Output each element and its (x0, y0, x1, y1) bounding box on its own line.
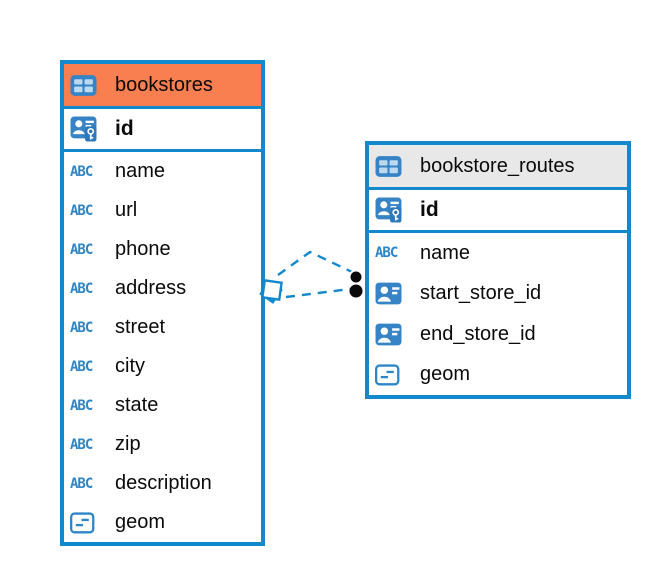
field-name: state (115, 394, 159, 416)
table-row[interactable]: geom (64, 503, 261, 542)
table-icon (375, 155, 409, 178)
relationship-line-upper[interactable] (277, 250, 353, 276)
field-name: phone (115, 238, 171, 260)
primary-key-icon (375, 197, 409, 223)
table-row[interactable]: ABC url (64, 191, 261, 230)
table-icon (70, 74, 104, 97)
table-row[interactable]: ABC name (64, 152, 261, 191)
table-row-primary-key[interactable]: id (369, 190, 627, 233)
geometry-type-icon (70, 511, 104, 534)
foreign-key-icon (375, 282, 409, 305)
text-type-icon: ABC (375, 245, 398, 262)
table-header[interactable]: bookstores (64, 64, 261, 109)
text-type-icon: ABC (70, 319, 93, 336)
field-name: name (115, 160, 166, 182)
table-title: bookstores (115, 73, 213, 96)
table-row[interactable]: geom (369, 355, 627, 396)
table-row[interactable]: ABC address (64, 269, 261, 308)
field-name: zip (115, 433, 141, 455)
table-row[interactable]: ABC state (64, 386, 261, 425)
primary-key-icon (70, 116, 104, 142)
field-name: name (420, 241, 471, 264)
field-name: id (115, 117, 134, 140)
text-type-icon: ABC (70, 280, 93, 297)
field-name: geom (115, 511, 166, 533)
field-name: city (115, 355, 145, 377)
table-row[interactable]: ABC name (369, 233, 627, 274)
table-row[interactable]: ABC city (64, 347, 261, 386)
foreign-key-icon (375, 323, 409, 346)
table-row[interactable]: ABC phone (64, 230, 261, 269)
table-row-primary-key[interactable]: id (64, 109, 261, 152)
table-title: bookstore_routes (420, 154, 575, 177)
text-type-icon: ABC (70, 397, 93, 414)
endpoint-dot-icon[interactable] (348, 269, 364, 285)
text-type-icon: ABC (70, 358, 93, 375)
table-row[interactable]: ABC zip (64, 425, 261, 464)
field-name: street (115, 316, 166, 338)
field-name: id (420, 198, 439, 221)
text-type-icon: ABC (70, 241, 93, 258)
table-row[interactable]: ABC street (64, 308, 261, 347)
text-type-icon: ABC (70, 475, 93, 492)
table-row[interactable]: start_store_id (369, 274, 627, 315)
table-row[interactable]: ABC description (64, 464, 261, 503)
relationship-line-lower[interactable] (285, 287, 351, 299)
text-type-icon: ABC (70, 202, 93, 219)
text-type-icon: ABC (70, 163, 93, 180)
field-name: end_store_id (420, 322, 536, 345)
table-header[interactable]: bookstore_routes (369, 145, 627, 190)
table-row[interactable]: end_store_id (369, 314, 627, 355)
text-type-icon: ABC (70, 436, 93, 453)
endpoint-dot-icon[interactable] (349, 284, 363, 298)
field-name: geom (420, 363, 471, 386)
field-name: address (115, 277, 187, 299)
field-name: start_store_id (420, 282, 542, 305)
field-name: description (115, 472, 212, 494)
geometry-type-icon (375, 364, 409, 386)
field-name: url (115, 199, 138, 221)
